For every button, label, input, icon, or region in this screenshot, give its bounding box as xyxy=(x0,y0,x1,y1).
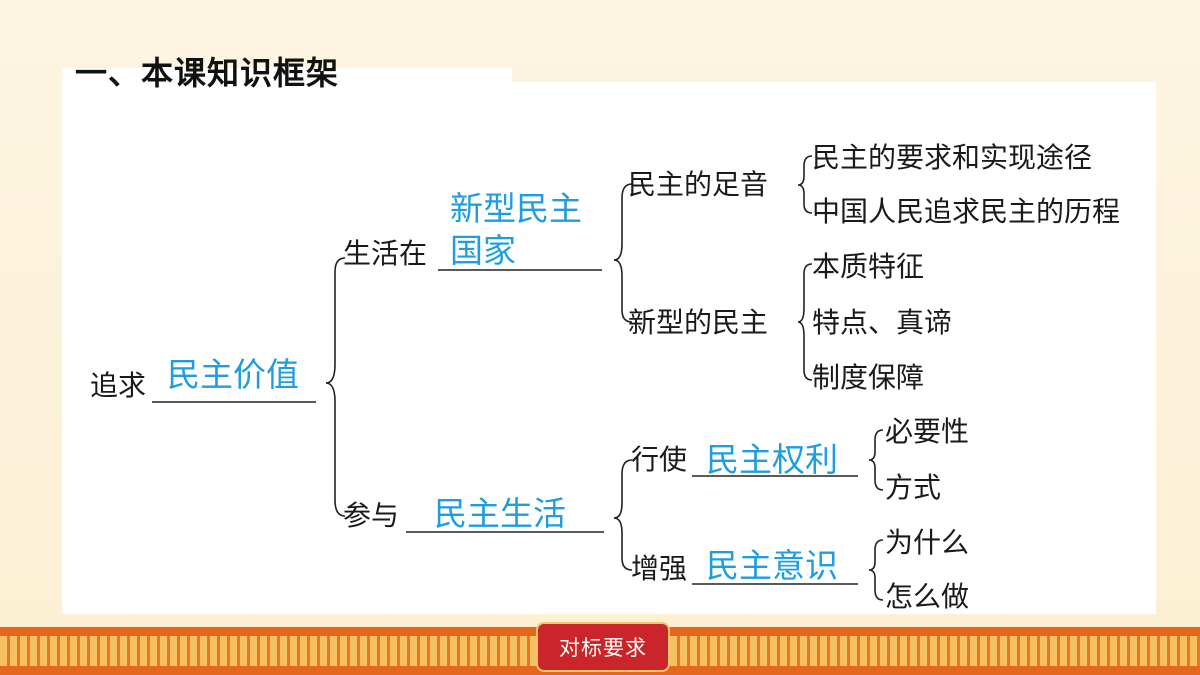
branch-live-answer-line1: 新型民主 xyxy=(450,189,582,228)
branch-live-prefix: 生活在 xyxy=(343,237,428,270)
exercise-item: 必要性 xyxy=(885,415,970,448)
brace-live xyxy=(613,183,633,323)
footsteps-item: 民主的要求和实现途径 xyxy=(812,141,1093,174)
enhance-item: 为什么 xyxy=(885,526,970,559)
content-panel xyxy=(62,82,1156,614)
new-democracy-item: 特点、真谛 xyxy=(812,306,953,339)
node-enhance-prefix: 增强 xyxy=(631,552,688,585)
brace-exercise xyxy=(868,429,884,491)
new-democracy-item: 制度保障 xyxy=(812,361,925,394)
enhance-item: 怎么做 xyxy=(885,580,970,613)
root-answer: 民主价值 xyxy=(167,355,299,394)
branch-live-answer-line2: 国家 xyxy=(450,231,516,270)
new-democracy-item: 本质特征 xyxy=(812,250,925,283)
brace-new-democracy xyxy=(797,263,813,381)
exercise-item: 方式 xyxy=(885,471,942,504)
node-exercise-prefix: 行使 xyxy=(631,443,688,476)
brace-participate xyxy=(613,459,633,571)
root-prefix: 追求 xyxy=(90,369,147,402)
branch-participate-prefix: 参与 xyxy=(343,499,400,532)
section-title: 一、本课知识框架 xyxy=(75,54,340,92)
node-new-democracy: 新型的民主 xyxy=(628,306,769,339)
node-exercise-answer: 民主权利 xyxy=(706,440,838,479)
brace-enhance xyxy=(868,539,884,601)
node-footsteps: 民主的足音 xyxy=(628,168,769,201)
node-enhance-answer: 民主意识 xyxy=(706,546,838,585)
brace-footsteps xyxy=(797,155,813,214)
footsteps-item: 中国人民追求民主的历程 xyxy=(812,195,1121,228)
brace-main xyxy=(325,257,346,517)
branch-participate-answer: 民主生活 xyxy=(434,494,566,533)
standards-button[interactable]: 对标要求 xyxy=(538,624,668,670)
